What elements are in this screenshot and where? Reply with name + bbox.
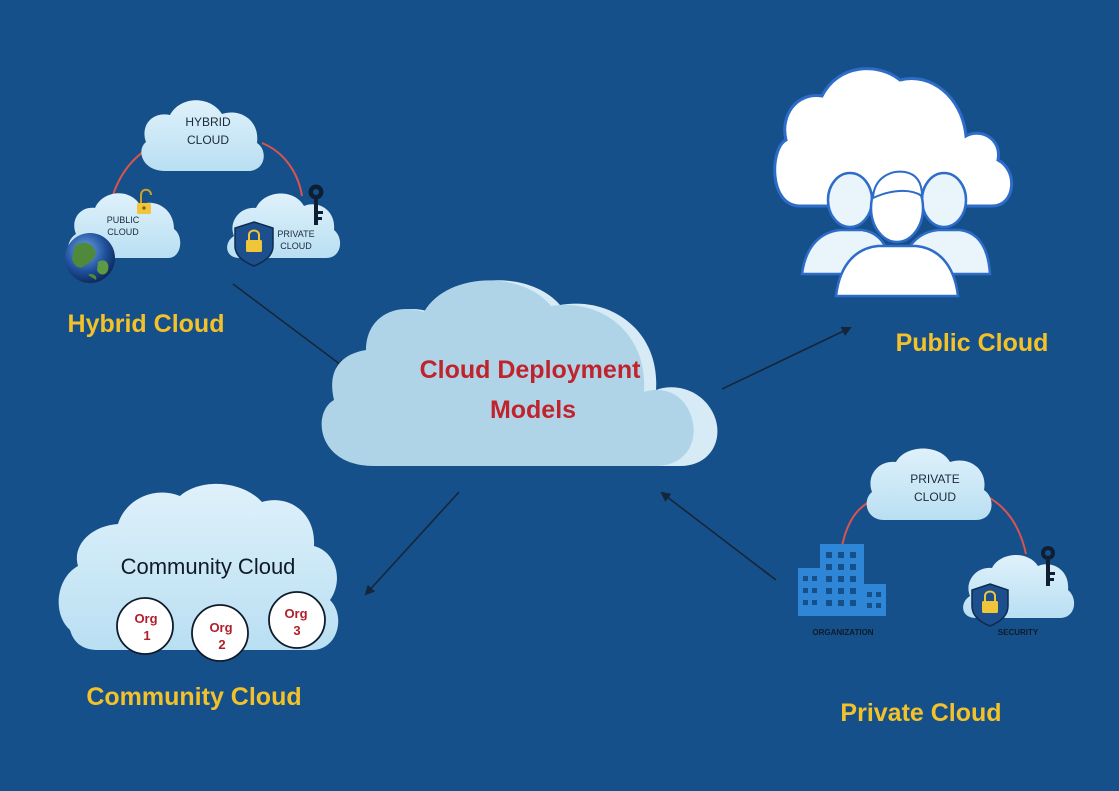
org-1-number: 1 <box>143 628 150 643</box>
org-1-word: Org <box>134 611 157 626</box>
community-section-title: Community Cloud <box>86 683 301 711</box>
hybrid-private-label-1: PRIVATE <box>277 229 314 239</box>
hybrid-private-label-2: CLOUD <box>280 241 312 251</box>
hybrid-section-title: Hybrid Cloud <box>68 310 225 338</box>
private-link-arc-right <box>985 495 1027 555</box>
private-top-cloud <box>866 448 992 520</box>
hybrid-top-label-1: HYBRID <box>185 115 231 129</box>
private-section-title: Private Cloud <box>840 699 1001 727</box>
arrow-center-to-public <box>721 326 852 390</box>
public-section-title: Public Cloud <box>896 329 1049 357</box>
globe-icon <box>65 233 115 283</box>
arrow-private-to-center <box>660 491 777 581</box>
security-shield-lock-icon <box>971 583 1009 627</box>
center-title-line1: Cloud Deployment <box>420 356 642 384</box>
org-node-1: Org 1 <box>116 597 174 655</box>
community-cloud-label: Community Cloud <box>121 554 296 579</box>
security-label: SECURITY <box>998 628 1039 637</box>
public-cloud-inner-outline <box>817 82 891 111</box>
hybrid-link-arc-right <box>261 142 303 197</box>
organization-building-icon <box>798 544 886 616</box>
key-icon <box>308 184 324 225</box>
public-cloud-outline <box>773 67 1013 208</box>
org-3-word: Org <box>284 606 307 621</box>
public-cloud-section: Public Cloud <box>773 67 1049 357</box>
org-3-number: 3 <box>293 623 300 638</box>
organization-label: ORGANIZATION <box>812 628 873 637</box>
hybrid-public-label-1: PUBLIC <box>107 215 140 225</box>
org-2-number: 2 <box>218 637 225 652</box>
hybrid-top-label-2: CLOUD <box>187 133 229 147</box>
connector-arrows <box>232 283 852 596</box>
arrow-center-to-community <box>364 491 460 596</box>
org-node-2: Org 2 <box>191 604 249 662</box>
private-top-label-2: CLOUD <box>914 490 956 504</box>
shield-lock-icon <box>234 221 274 267</box>
center-cloud-body <box>321 280 694 466</box>
community-cloud-section: Community Cloud Org 1 Org 2 Org 3 Commun… <box>58 483 339 711</box>
hybrid-cloud-section: HYBRID CLOUD PUBLIC CLOUD PRIVATE CLOUD <box>65 100 341 338</box>
private-top-label-1: PRIVATE <box>910 472 960 486</box>
unlocked-padlock-icon <box>137 188 152 214</box>
center-cloud: Cloud Deployment Models <box>321 280 718 466</box>
private-cloud-section: PRIVATE CLOUD ORGANIZATION <box>798 448 1075 727</box>
hybrid-public-label-2: CLOUD <box>107 227 139 237</box>
arrow-hybrid-to-center <box>232 283 347 370</box>
org-node-3: Org 3 <box>268 591 326 649</box>
org-2-word: Org <box>209 620 232 635</box>
security-key-icon <box>1041 546 1055 586</box>
hybrid-top-cloud <box>141 100 264 171</box>
users-group-icon <box>800 170 992 298</box>
center-title-line2: Models <box>490 396 576 424</box>
